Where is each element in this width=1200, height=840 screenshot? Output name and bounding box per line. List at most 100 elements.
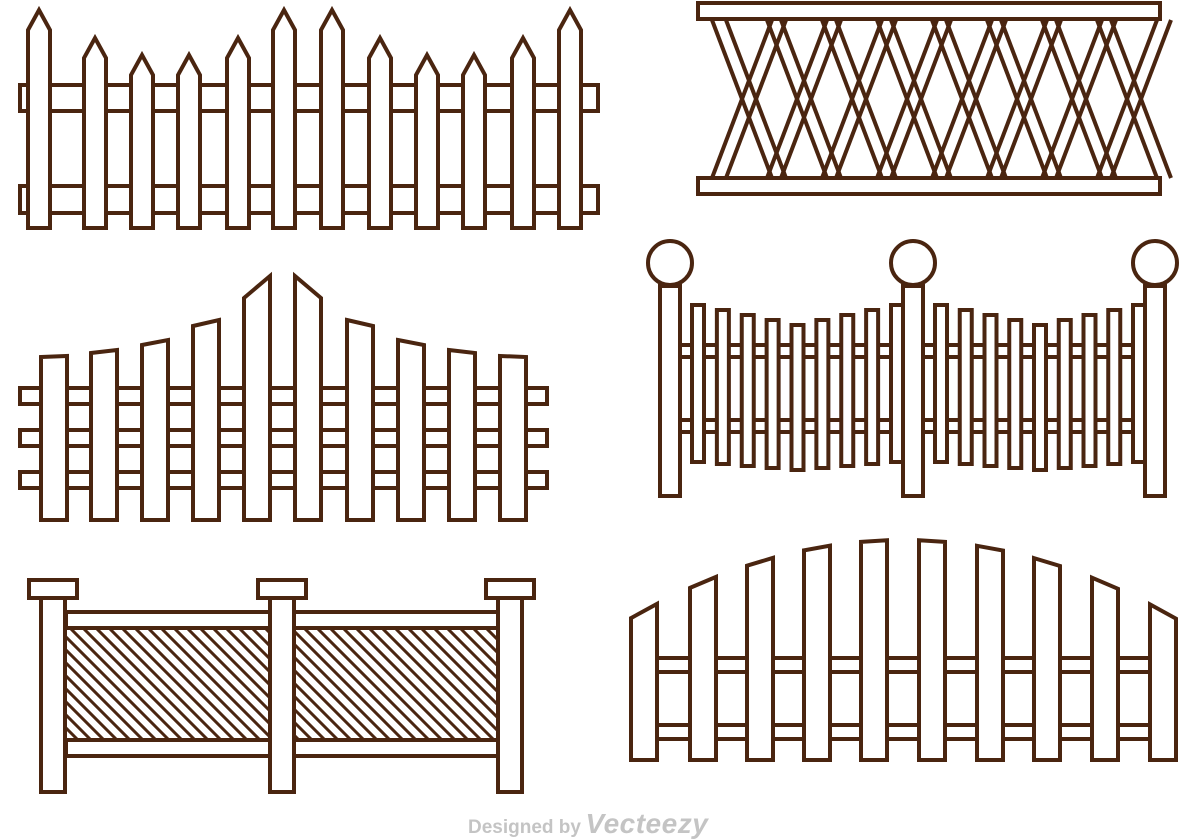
picket <box>129 50 155 230</box>
picket <box>271 5 297 230</box>
watermark-prefix: Designed by <box>468 817 581 838</box>
hatch-line <box>133 628 249 740</box>
post <box>39 596 67 794</box>
hatch-line <box>66 660 145 740</box>
picket <box>191 317 221 522</box>
lattice-slat <box>930 19 994 179</box>
post-cap <box>27 578 79 600</box>
post <box>1143 284 1167 498</box>
post-ball <box>889 239 937 287</box>
hatch-line <box>66 634 171 740</box>
hatch-line <box>146 628 262 740</box>
hatch-line <box>525 628 637 740</box>
top-beam <box>696 1 1162 21</box>
picket <box>690 303 706 464</box>
post-ball-fence <box>646 239 1179 498</box>
lattice-slat <box>765 19 829 179</box>
hatch-line <box>406 628 498 721</box>
picket <box>917 538 947 762</box>
hatch-line <box>315 628 431 740</box>
watermark: Designed by Vecteezy <box>468 808 708 840</box>
picket <box>1032 555 1062 762</box>
picket <box>176 50 202 230</box>
hatch-line <box>458 628 498 669</box>
hatch-line <box>66 699 106 740</box>
arched-fence <box>629 538 1178 762</box>
picket <box>629 600 659 762</box>
picket <box>82 33 108 230</box>
hatch-line <box>66 712 93 740</box>
picket <box>1007 318 1024 470</box>
hatch-line <box>66 673 132 740</box>
hatch-line <box>68 628 184 740</box>
bottom-beam <box>696 176 1162 196</box>
lattice-slat <box>875 19 939 179</box>
picket <box>498 353 528 522</box>
hatch-line <box>341 628 457 740</box>
hatch-line <box>393 628 498 734</box>
hatched-panel-fence <box>27 578 637 794</box>
lattice-fence <box>696 1 1173 196</box>
post <box>658 284 682 498</box>
picket <box>859 538 889 762</box>
picket <box>242 271 272 522</box>
hatch-line <box>81 628 197 740</box>
hatch-line <box>302 628 418 740</box>
picket <box>864 308 881 466</box>
picket <box>345 317 375 522</box>
picket <box>839 313 856 468</box>
hatch-line <box>445 628 498 682</box>
post-cap <box>256 578 308 600</box>
hatch-line <box>276 628 392 740</box>
post-ball <box>646 239 694 287</box>
hatch-line <box>354 628 470 740</box>
lattice-slat <box>710 19 774 179</box>
picket <box>510 33 536 230</box>
picket <box>975 543 1005 762</box>
picket <box>1106 308 1123 466</box>
picket <box>447 347 477 522</box>
hatch-line <box>512 628 624 740</box>
hatch-line <box>159 628 275 740</box>
hatch-line <box>289 628 405 740</box>
hatch-line <box>328 628 444 740</box>
picket <box>814 318 831 470</box>
picket <box>461 50 487 230</box>
picket <box>1081 313 1098 468</box>
post <box>268 596 296 794</box>
hatch-line <box>66 686 119 740</box>
hatch-line <box>94 628 210 740</box>
picket <box>688 573 718 762</box>
lattice-slat <box>1095 19 1159 179</box>
hatch-line <box>172 628 288 740</box>
hatching <box>66 628 637 740</box>
picket <box>89 347 119 522</box>
peaked-fence <box>18 271 549 522</box>
rail <box>18 83 600 113</box>
picket <box>933 303 949 464</box>
picket <box>739 313 756 468</box>
picket <box>225 33 251 230</box>
post <box>496 596 524 794</box>
hatch-line <box>120 628 236 740</box>
picket <box>1056 318 1073 470</box>
picket <box>557 5 583 230</box>
lattice-slat <box>1109 19 1173 179</box>
picket <box>982 313 999 468</box>
picket <box>396 337 426 522</box>
lattice-slat <box>820 19 884 179</box>
picket <box>293 271 323 522</box>
picket <box>1032 323 1048 472</box>
picket <box>1148 601 1178 762</box>
post-cap <box>484 578 536 600</box>
picket <box>714 308 731 466</box>
watermark-brand: Vecteezy <box>585 808 709 839</box>
picket <box>319 5 345 230</box>
post-ball <box>1131 239 1179 287</box>
rail <box>18 184 600 215</box>
picket <box>26 5 52 230</box>
hatch-line <box>66 647 158 740</box>
picket-fence <box>18 5 600 230</box>
